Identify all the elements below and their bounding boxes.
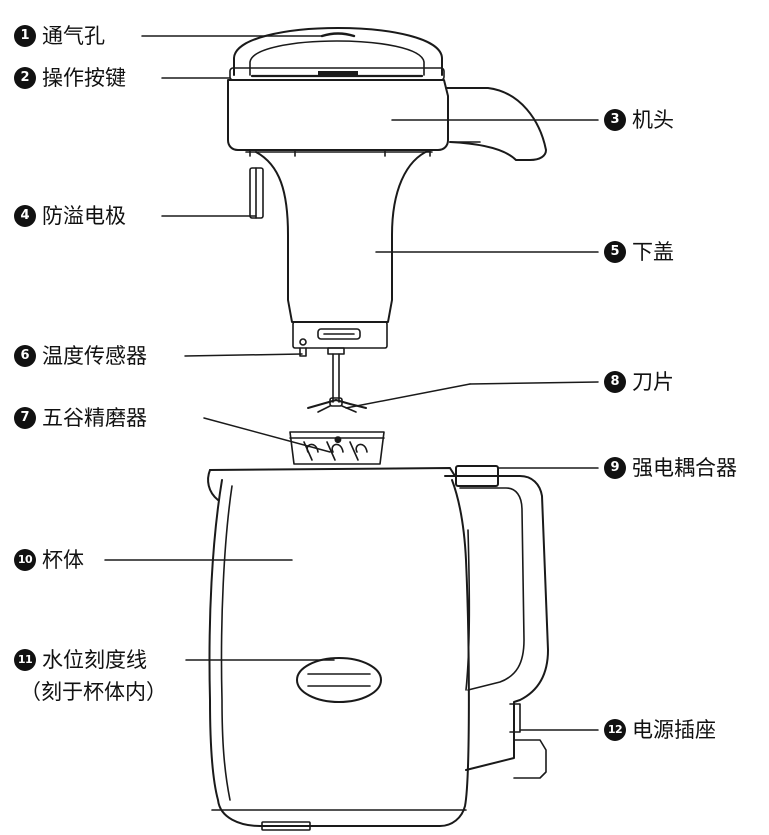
- label-text: 机头: [632, 108, 674, 132]
- motor-head: [227, 27, 547, 161]
- leader-lines: [104, 35, 599, 731]
- head-handle: [233, 27, 443, 76]
- number-badge: 1: [14, 25, 36, 47]
- number-badge: 10: [14, 549, 36, 571]
- number-badge: 12: [604, 719, 626, 741]
- head-body: [227, 79, 449, 151]
- label-motor-head: 3 机头: [604, 108, 674, 132]
- temperature-sensor: [299, 347, 307, 357]
- water-level-marker: [296, 657, 382, 703]
- power-socket: [509, 703, 521, 733]
- overflow-electrode: [249, 167, 264, 219]
- label-water-level-note: （刻于杯体内）: [20, 680, 167, 704]
- label-text: 操作按键: [42, 66, 126, 90]
- label-text: 五谷精磨器: [42, 406, 147, 430]
- number-badge: 11: [14, 649, 36, 671]
- label-jug-body: 10 杯体: [14, 548, 84, 572]
- label-vent-hole: 1 通气孔: [14, 24, 105, 48]
- number-badge: 8: [604, 371, 626, 393]
- label-water-level: 11 水位刻度线: [14, 648, 147, 672]
- label-power-socket: 12 电源插座: [604, 718, 716, 742]
- jug-body: [207, 467, 470, 831]
- label-text: 防溢电极: [42, 204, 126, 228]
- blade-assembly: [307, 353, 367, 413]
- label-text: 电源插座: [632, 718, 716, 742]
- label-text: 水位刻度线: [42, 648, 147, 672]
- jug-handle: [445, 475, 549, 779]
- label-temperature-sensor: 6 温度传感器: [14, 344, 147, 368]
- number-badge: 4: [14, 205, 36, 227]
- number-badge: 6: [14, 345, 36, 367]
- label-text: 下盖: [632, 240, 674, 264]
- head-handle-inner: [249, 40, 425, 76]
- label-text: 杯体: [42, 548, 84, 572]
- label-text: 刀片: [632, 370, 674, 394]
- label-overflow-electrode: 4 防溢电极: [14, 204, 126, 228]
- number-badge: 2: [14, 67, 36, 89]
- label-text: 通气孔: [42, 24, 105, 48]
- label-text: 强电耦合器: [632, 456, 737, 480]
- label-grain-grinder: 7 五谷精磨器: [14, 406, 147, 430]
- number-badge: 9: [604, 457, 626, 479]
- number-badge: 7: [14, 407, 36, 429]
- lower-cover: [245, 149, 433, 357]
- label-text: 温度传感器: [42, 344, 147, 368]
- number-badge: 5: [604, 241, 626, 263]
- label-power-coupler: 9 强电耦合器: [604, 456, 737, 480]
- head-spout: [445, 87, 547, 161]
- number-badge: 3: [604, 109, 626, 131]
- grain-grinder: ●: [289, 431, 385, 465]
- label-control-button: 2 操作按键: [14, 66, 126, 90]
- svg-text:●: ●: [334, 435, 342, 445]
- vent-hole: [320, 32, 356, 38]
- label-blade: 8 刀片: [604, 370, 674, 394]
- label-lower-cover: 5 下盖: [604, 240, 674, 264]
